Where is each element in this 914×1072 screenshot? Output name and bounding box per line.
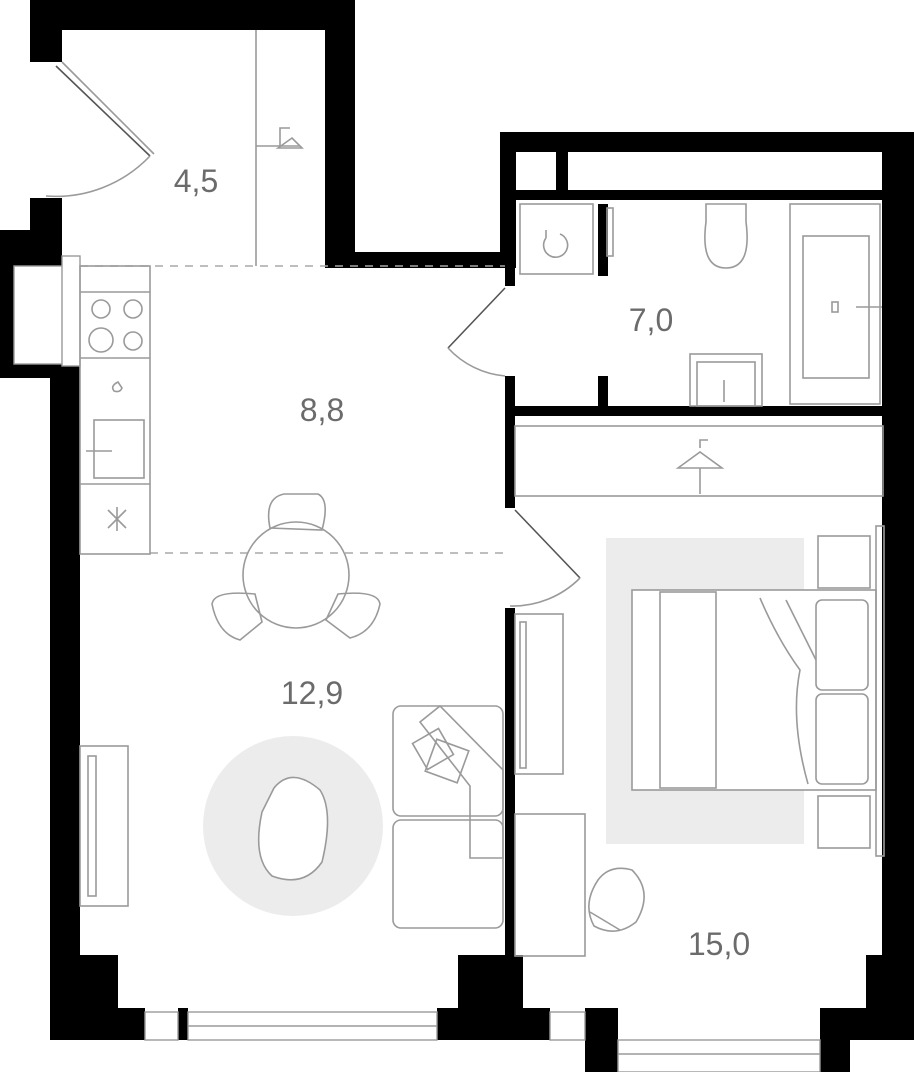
bedroom-area-label: 15,0 <box>688 926 750 962</box>
bathroom-fixtures <box>519 203 882 407</box>
hall-wardrobe <box>255 30 304 266</box>
kitchen-counter <box>79 265 151 555</box>
living-area-label: 12,9 <box>281 675 343 711</box>
windows <box>13 255 821 1072</box>
bedroom-furniture <box>514 425 885 957</box>
kitchen-area-label: 8,8 <box>300 392 344 428</box>
doors <box>45 61 581 607</box>
living-furniture <box>79 704 504 929</box>
bathroom-area-label: 7,0 <box>629 302 673 338</box>
hall-area-label: 4,5 <box>174 163 218 199</box>
dining-set <box>211 493 381 641</box>
area-labels: 4,5 7,0 8,8 12,9 15,0 <box>174 163 750 962</box>
